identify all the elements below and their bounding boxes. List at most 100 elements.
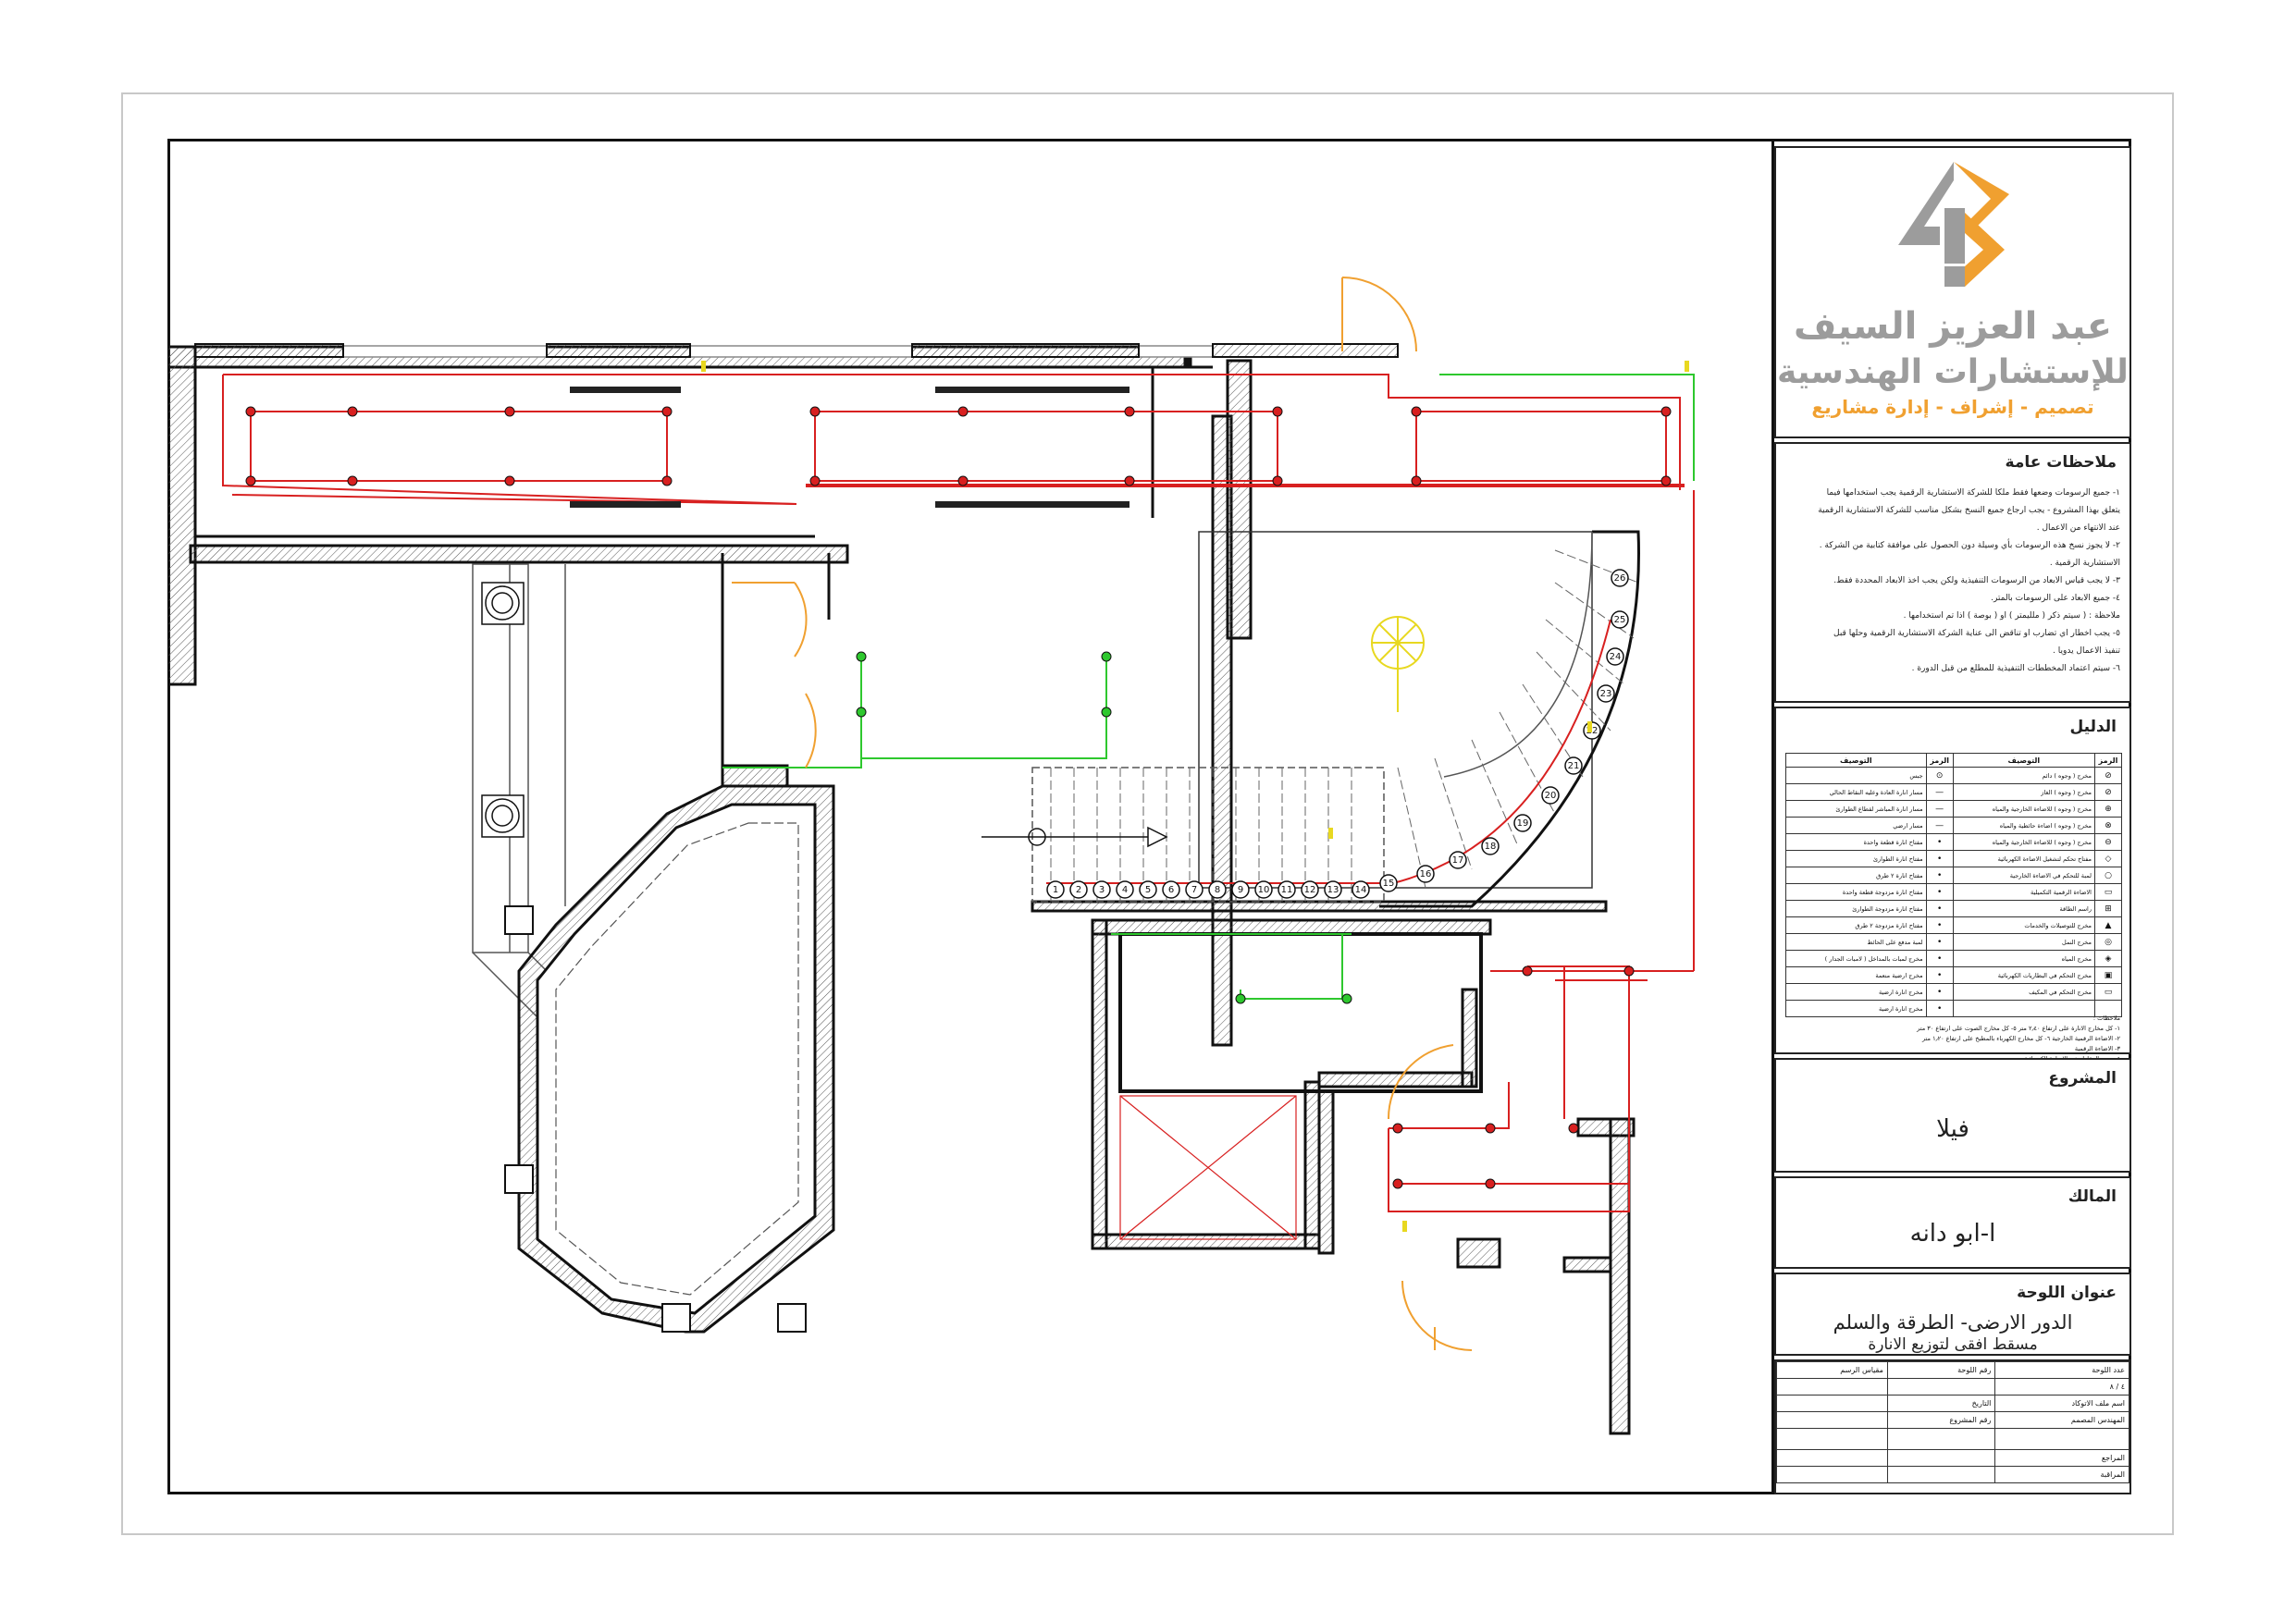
linear-light-fixtures — [570, 387, 1129, 508]
stair-number: 1 — [1053, 885, 1058, 895]
legend-symbol: — — [1925, 800, 1954, 818]
owner-panel: المالك ا-ابو دانه — [1774, 1176, 2131, 1269]
note-item: عند الانتهاء من الاعمال . — [2036, 523, 2120, 533]
legend-symbol: • — [1925, 950, 1954, 967]
floor-plan[interactable]: 1 2 3 4 5 6 7 8 9 10 11 12 13 14 15 16 1… — [167, 139, 1774, 1494]
chandelier-fixture — [1371, 616, 1425, 712]
stair-number: 23 — [1600, 689, 1612, 699]
legend-symbol: • — [1925, 1000, 1954, 1017]
legend-symbol: ⊕ — [2094, 800, 2122, 818]
top-wall-segments — [194, 343, 1399, 358]
legend-header-description: التوصيف — [1952, 753, 2096, 768]
notes-list: ١- جميع الرسومات وضعها فقط ملكا للشركة ا… — [1785, 485, 2120, 678]
corridor-circuit — [222, 374, 1685, 505]
note-item: الاستشارية الرقمية . — [2049, 559, 2120, 568]
stair-number: 14 — [1355, 885, 1367, 895]
legend-symbol: • — [1925, 983, 1954, 1001]
right-room-walls — [1153, 359, 1253, 640]
general-notes-panel: ملاحظات عامة ١- جميع الرسومات وضعها فقط … — [1774, 442, 2131, 703]
hall-walls — [721, 553, 831, 788]
stair-number: 16 — [1420, 869, 1432, 879]
exterior-walls — [167, 345, 1192, 686]
legend-row: ⊘مخرج ( وجوه ) دائم⊙جبس — [1785, 767, 2122, 784]
corridor-lights — [245, 406, 1672, 486]
sheet-no-label: رقم اللوحة — [1886, 1361, 1996, 1379]
note-item: ٢- لا يجوز نسخ هذه الرسومات بأي وسيلة دو… — [1819, 541, 2120, 550]
owner-label: المالك — [2068, 1187, 2117, 1206]
legend-header-description: التوصيف — [1785, 753, 1927, 768]
legend-description: مخرج التحكم في البطاريات الكهربائية — [1952, 966, 2096, 984]
void-cross — [1119, 1095, 1297, 1240]
company-logo — [1898, 162, 2009, 287]
legend-row: ▲مخرج للتوصيلات والخدمات•مفتاح انارة مزد… — [1785, 916, 2122, 934]
legend-description: مخرج التحكم في المكيف — [1952, 983, 2096, 1001]
legend-symbol: ◎ — [2094, 933, 2122, 951]
legend-title: الدليل — [2069, 718, 2117, 736]
legend-note: ١- كل مخارج الانارة على ارتفاع ٢٫٤٠ متر … — [1917, 1025, 2120, 1032]
legend-description: مخرج ( وجوه ) للاضاءة الخارجية والمياه — [1952, 833, 2096, 851]
legend-description: جبس — [1785, 767, 1927, 784]
legend-panel: الدليل الرمز التوصيف الرمز التوصيف ⊘مخرج… — [1774, 707, 2131, 1063]
legend-header-symbol: الرمز — [1925, 753, 1954, 768]
legend-row: ▭الاضاءة الرقمية التكميلية•مفتاح انارة م… — [1785, 883, 2122, 901]
stair-number: 5 — [1145, 885, 1151, 895]
sheet-title-line2: مسقط افقى لتوزيع الانارة — [1868, 1335, 2038, 1354]
legend-symbol: — — [1925, 783, 1954, 801]
stair-number: 17 — [1452, 855, 1464, 866]
legend-symbol: • — [1925, 883, 1954, 901]
logo-panel: عبد العزيز السيف للإستشارات الهندسية تصم… — [1774, 146, 2131, 438]
legend-row: ◎مخرج النمل•لمبة مدفع على الحائط — [1785, 933, 2122, 951]
legend-description: مفتاح انارة ٢ طرق — [1785, 867, 1927, 884]
legend-table: الرمز التوصيف الرمز التوصيف ⊘مخرج ( وجوه… — [1785, 753, 2122, 1017]
sheet-title-panel: عنوان اللوحة الدور الارضى- الطرقة والسلم… — [1774, 1273, 2131, 1356]
legend-row: ⊘مخرج ( وجوه ) الغاز—مسار انارة العادة و… — [1785, 783, 2122, 801]
octagon-room — [517, 784, 835, 1334]
owner-name: ا-ابو دانه — [1909, 1220, 1996, 1248]
sheet-title-line1: الدور الارضى- الطرقة والسلم — [1833, 1311, 2073, 1334]
engineer-label: المهندس المصمم — [1994, 1411, 2129, 1429]
legend-description: مخرج ( وجوه ) دائم — [1952, 767, 2096, 784]
legend-row: ⊞راسم الطاقة•مفتاح انارة مزدوجة الطوارئ — [1785, 900, 2122, 917]
review-label: المراجع — [1994, 1449, 2129, 1467]
legend-description: مسار انارة العادة وعليه النقاط الحالي — [1785, 783, 1927, 801]
legend-symbol: ▭ — [2094, 983, 2122, 1001]
legend-note: ٢- الاضاءة الرقمية الخارجية ٦- كل مخارج … — [1921, 1035, 2120, 1042]
project-label: المشروع — [2048, 1069, 2117, 1088]
legend-row: ○لمبة للتحكم في الاضاءة الخارجية•مفتاح ا… — [1785, 867, 2122, 884]
legend-symbol: ▣ — [2094, 966, 2122, 984]
legend-description: راسم الطاقة — [1952, 900, 2096, 917]
legend-description: مخرج لمبات بالمداخل ( لامبات الجدار ) — [1785, 950, 1927, 967]
sheet-title-label: عنوان اللوحة — [2017, 1284, 2117, 1302]
legend-symbol: • — [1925, 933, 1954, 951]
legend-note: ٣- الاضاءة الرقمية — [2074, 1045, 2120, 1052]
stair-number: 4 — [1122, 885, 1128, 895]
stair-number: 10 — [1258, 885, 1270, 895]
legend-symbol: • — [1925, 966, 1954, 984]
doors — [732, 277, 1473, 1351]
legend-symbol: ▲ — [2094, 916, 2122, 934]
legend-symbol: — — [1925, 817, 1954, 834]
scale-label: مقياس الرسم — [1776, 1361, 1888, 1379]
bay-corner-details — [504, 905, 807, 1333]
legend-description: مخرج ( وجوه ) للاضاءة الخارجية والمياه — [1952, 800, 2096, 818]
legend-description — [1952, 1000, 2096, 1017]
stair-number: 19 — [1517, 818, 1529, 829]
legend-description: مخرج ( وجوه ) الغاز — [1952, 783, 2096, 801]
stair-number: 11 — [1281, 885, 1293, 895]
legend-description: مفتاح تحكم لتشغيل الاضاءة الكهربائية — [1952, 850, 2096, 867]
legend-header-symbol: الرمز — [2094, 753, 2122, 768]
legend-row: •مخرج انارة ارضية — [1785, 1000, 2122, 1017]
stair-number: 15 — [1383, 879, 1395, 889]
legend-symbol: ⊘ — [2094, 783, 2122, 801]
stair-number: 13 — [1327, 885, 1339, 895]
legend-description: مفتاح انارة قطعة واحدة — [1785, 833, 1927, 851]
stair-number: 20 — [1545, 791, 1557, 801]
legend-description: مخرج للتوصيلات والخدمات — [1952, 916, 2096, 934]
legend-symbol: ⊖ — [2094, 833, 2122, 851]
stair-area — [1031, 530, 1640, 908]
approve-label: المراقبة — [1994, 1466, 2129, 1483]
legend-row: ▭مخرج التحكم في المكيف•مخرج انارة ارضية — [1785, 983, 2122, 1001]
legend-row: ⊖مخرج ( وجوه ) للاضاءة الخارجية والمياه•… — [1785, 833, 2122, 851]
stair-number: 6 — [1168, 885, 1174, 895]
legend-row: ◈مخرج المياه•مخرج لمبات بالمداخل ( لامبا… — [1785, 950, 2122, 967]
